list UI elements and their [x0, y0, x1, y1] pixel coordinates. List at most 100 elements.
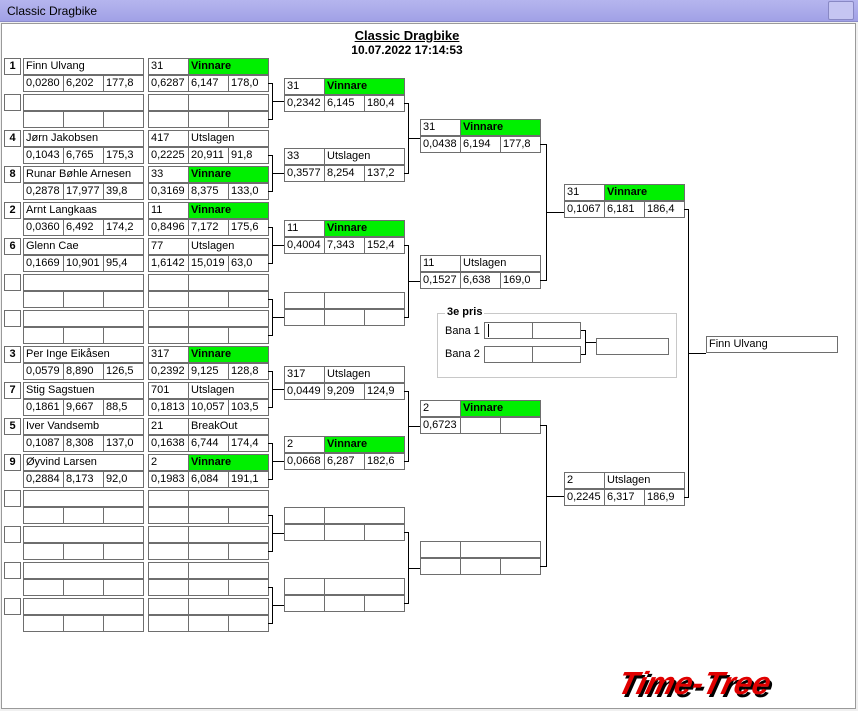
winner-status-cell: Vinnare [188, 202, 269, 219]
elapsed-time-cell: 6,492 [63, 219, 104, 236]
status-cell [188, 562, 269, 579]
reaction-time-cell: 0,6287 [148, 75, 189, 92]
bike-number-cell [148, 490, 189, 507]
third-prize-legend: 3e pris [445, 306, 485, 318]
bracket-connector-line [408, 426, 420, 427]
event-datetime: 10.07.2022 17:14:53 [351, 43, 463, 57]
speed-cell [228, 291, 269, 308]
bike-number-cell: 2 [420, 400, 461, 417]
status-cell [188, 274, 269, 291]
elapsed-time-cell: 7,172 [188, 219, 229, 236]
rider-name-field[interactable]: Iver Vandsemb [23, 418, 144, 435]
reaction-time-cell: 0,0668 [284, 453, 325, 470]
elapsed-time-cell [324, 595, 365, 612]
elapsed-time-cell: 6,765 [63, 147, 104, 164]
rider-name-field[interactable]: Arnt Langkaas [23, 202, 144, 219]
rider-name-field[interactable] [23, 526, 144, 543]
bracket-connector-line [272, 605, 284, 606]
elapsed-time-cell: 9,125 [188, 363, 229, 380]
rider-name-field[interactable] [23, 598, 144, 615]
reaction-time-cell [148, 507, 189, 524]
elapsed-time-cell [188, 291, 229, 308]
elapsed-time-cell: 6,638 [460, 272, 501, 289]
lane-label: Bana 2 [445, 348, 480, 360]
reaction-time-cell [23, 579, 64, 596]
reaction-time-cell [23, 291, 64, 308]
seed-number [4, 598, 21, 615]
bike-number-cell: 2 [564, 472, 605, 489]
speed-cell [228, 111, 269, 128]
rider-name-field[interactable] [23, 274, 144, 291]
bracket-connector-line [268, 335, 272, 336]
reaction-time-cell: 0,1669 [23, 255, 64, 272]
window-close-button[interactable] [828, 1, 854, 20]
text-cursor [488, 324, 489, 337]
speed-cell: 95,4 [103, 255, 144, 272]
elapsed-time-cell [63, 543, 104, 560]
rider-name-field[interactable]: Stig Sagstuen [23, 382, 144, 399]
rider-name-field[interactable]: Finn Ulvang [23, 58, 144, 75]
reaction-time-cell: 0,1087 [23, 435, 64, 452]
seed-number: 8 [4, 166, 21, 183]
bracket-connector-line [684, 209, 688, 210]
bike-number-cell [284, 578, 325, 595]
reaction-time-cell: 0,2245 [564, 489, 605, 506]
elapsed-time-cell [188, 579, 229, 596]
elapsed-time-cell [324, 524, 365, 541]
bracket-connector-line [404, 603, 408, 604]
bracket-connector-line [268, 155, 272, 156]
status-cell [324, 507, 405, 524]
rider-name-field[interactable] [23, 562, 144, 579]
bracket-connector-line [268, 299, 272, 300]
elapsed-time-cell [188, 615, 229, 632]
elapsed-time-cell [188, 327, 229, 344]
speed-cell: 126,5 [103, 363, 144, 380]
status-cell: Utslagen [188, 238, 269, 255]
status-cell [188, 526, 269, 543]
reaction-time-cell: 0,1861 [23, 399, 64, 416]
status-cell: Utslagen [460, 255, 541, 272]
seed-number: 9 [4, 454, 21, 471]
rider-name-field[interactable]: Jørn Jakobsen [23, 130, 144, 147]
bracket-connector-line [540, 566, 546, 567]
elapsed-time-cell: 7,343 [324, 237, 365, 254]
winner-status-cell: Vinnare [324, 436, 405, 453]
speed-cell [500, 417, 541, 434]
rider-name-field[interactable] [23, 94, 144, 111]
rider-name-field[interactable] [23, 490, 144, 507]
reaction-time-cell [148, 327, 189, 344]
elapsed-time-cell: 6,147 [188, 75, 229, 92]
rider-name-field[interactable]: Øyvind Larsen [23, 454, 144, 471]
bracket-connector-line [272, 101, 284, 102]
seed-number [4, 310, 21, 327]
elapsed-time-cell [63, 111, 104, 128]
speed-cell: 39,8 [103, 183, 144, 200]
elapsed-time-cell [460, 558, 501, 575]
bracket-connector-line [272, 533, 284, 534]
status-cell [188, 94, 269, 111]
bike-number-cell: 31 [284, 78, 325, 95]
bike-number-cell [148, 562, 189, 579]
reaction-time-cell [148, 543, 189, 560]
rider-name-field[interactable] [23, 310, 144, 327]
speed-cell: 124,9 [364, 383, 405, 400]
status-cell [324, 578, 405, 595]
elapsed-time-cell: 6,744 [188, 435, 229, 452]
seed-number: 3 [4, 346, 21, 363]
bracket-connector-line [581, 330, 585, 331]
rider-name-field[interactable]: Per Inge Eikåsen [23, 346, 144, 363]
rider-name-field[interactable]: Runar Bøhle Arnesen [23, 166, 144, 183]
window-title: Classic Dragbike [7, 4, 98, 18]
bike-number-cell: 417 [148, 130, 189, 147]
speed-cell [228, 615, 269, 632]
speed-cell: 182,6 [364, 453, 405, 470]
rider-name-field[interactable]: Glenn Cae [23, 238, 144, 255]
bike-number-cell [420, 541, 461, 558]
bracket-connector-line [268, 479, 272, 480]
reaction-time-cell: 0,2878 [23, 183, 64, 200]
status-cell: Utslagen [324, 366, 405, 383]
bracket-connector-line [272, 245, 284, 246]
speed-cell: 152,4 [364, 237, 405, 254]
